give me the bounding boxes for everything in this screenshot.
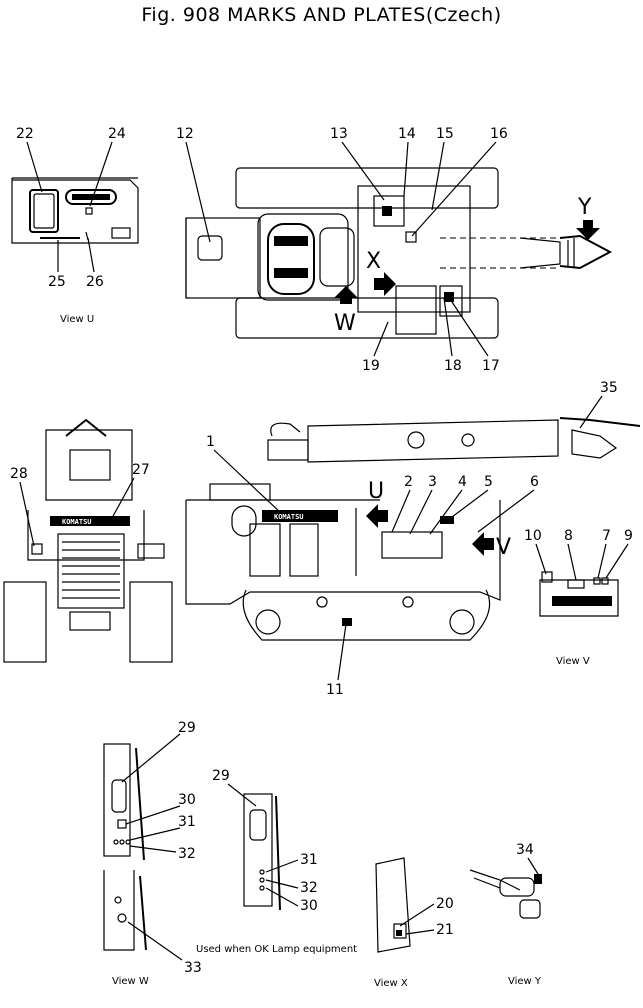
- arrow-y-letter: Y: [577, 195, 592, 220]
- callout-33: 33: [184, 960, 202, 976]
- callout-13: 13: [330, 126, 348, 142]
- usage-note: Used when OK Lamp equipment: [196, 944, 357, 955]
- view-w-label: View W: [112, 976, 149, 987]
- callout-18: 18: [444, 358, 462, 374]
- figure-title: Fig. 908 MARKS AND PLATES(Czech): [141, 4, 502, 26]
- callout-27: 27: [132, 462, 150, 478]
- arrow-u-icon: [366, 504, 388, 528]
- callout-24: 24: [108, 126, 126, 142]
- front-brand-plate: KOMATSU: [62, 518, 92, 526]
- callout-16: 16: [490, 126, 508, 142]
- view-u-label: View U: [60, 314, 94, 325]
- arrow-x-letter: X: [366, 249, 381, 274]
- callout-31-mid: 31: [300, 852, 318, 868]
- arrow-w-letter: W: [334, 311, 356, 336]
- callout-29-mid: 29: [212, 768, 230, 784]
- callout-12: 12: [176, 126, 194, 142]
- side-brand-plate: KOMATSU: [274, 513, 304, 521]
- view-y-drawing: [469, 869, 542, 919]
- top-view-drawing: [185, 167, 613, 339]
- callout-4: 4: [458, 474, 467, 490]
- arrow-u-letter: U: [368, 479, 384, 504]
- arrow-y-icon: [576, 220, 600, 240]
- front-view-drawing: KOMATSU: [3, 418, 173, 663]
- arrow-v-letter: V: [496, 535, 511, 560]
- callout-28: 28: [10, 466, 28, 482]
- callout-15: 15: [436, 126, 454, 142]
- callout-20: 20: [436, 896, 454, 912]
- callout-21: 21: [436, 922, 454, 938]
- callout-9: 9: [624, 528, 633, 544]
- callout-29-w: 29: [178, 720, 196, 736]
- callout-14: 14: [398, 126, 416, 142]
- callout-17: 17: [482, 358, 500, 374]
- callout-22: 22: [16, 126, 34, 142]
- callout-30-mid: 30: [300, 898, 318, 914]
- callout-31-w: 31: [178, 814, 196, 830]
- callout-32-w: 32: [178, 846, 196, 862]
- callout-19: 19: [362, 358, 380, 374]
- arrow-x-icon: [374, 272, 396, 296]
- view-x-drawing: [375, 857, 411, 953]
- callout-5: 5: [484, 474, 493, 490]
- callout-6: 6: [530, 474, 539, 490]
- view-v-drawing: [539, 571, 619, 617]
- view-u-drawing: [11, 177, 139, 244]
- view-middle-drawing: [243, 793, 281, 911]
- callout-10: 10: [524, 528, 542, 544]
- callout-26: 26: [86, 274, 104, 290]
- callout-35: 35: [600, 380, 618, 396]
- view-x-label: View X: [374, 978, 408, 989]
- callout-11: 11: [326, 682, 344, 698]
- callout-2: 2: [404, 474, 413, 490]
- callout-30-w: 30: [178, 792, 196, 808]
- callout-8: 8: [564, 528, 573, 544]
- callout-32-mid: 32: [300, 880, 318, 896]
- arrow-w-icon: [334, 286, 358, 304]
- arrow-v-icon: [472, 532, 494, 556]
- callout-7: 7: [602, 528, 611, 544]
- view-w-drawing: [103, 743, 147, 951]
- callout-34: 34: [516, 842, 534, 858]
- callout-3: 3: [428, 474, 437, 490]
- view-v-label: View V: [556, 656, 590, 667]
- callout-1: 1: [206, 434, 215, 450]
- callout-25: 25: [48, 274, 66, 290]
- view-y-label: View Y: [508, 976, 542, 987]
